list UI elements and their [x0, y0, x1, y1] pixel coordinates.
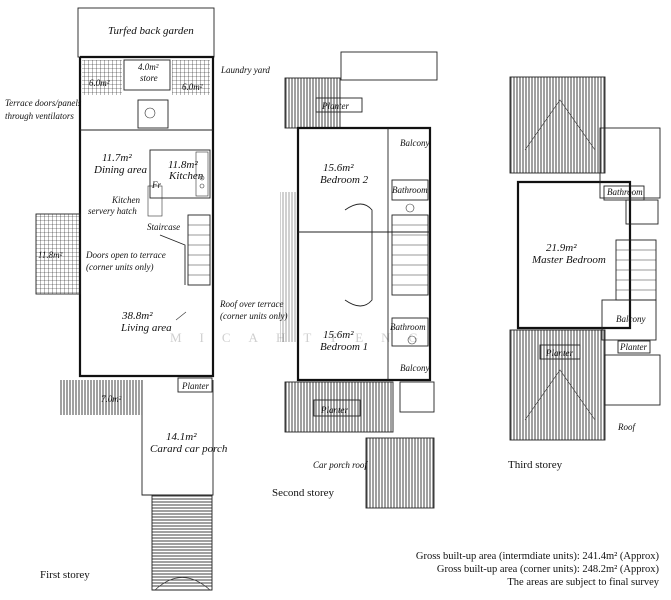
hatch-label-1: Kitchen [111, 195, 140, 205]
store-area-label: 4.0m² [138, 62, 159, 72]
porch-area-size: 14.1m² [166, 431, 197, 443]
fridge-label: Fr [151, 180, 161, 190]
area-6a-label: 6.0m² [89, 78, 110, 88]
area-6b-label: 6.0m² [182, 82, 203, 92]
living-area-label: Living area [120, 322, 172, 334]
bedroom-1-size: 15.6m² [323, 329, 354, 341]
kitchen-area-size: 11.8m² [168, 159, 198, 171]
bathroom-a-label: Bathroom [392, 185, 428, 195]
garden-label: Turfed back garden [108, 25, 194, 37]
roof-terrace-label-2: (corner units only) [220, 311, 288, 321]
dining-area-size: 11.7m² [102, 152, 132, 164]
area-notes: Gross built-up area (intermdiate units):… [416, 550, 659, 589]
balcony-top-label: Balcony [400, 138, 430, 148]
terrace-doors-label-2: through ventilators [5, 111, 74, 121]
hatch-label-2: servery hatch [88, 206, 137, 216]
store-label: store [140, 73, 158, 83]
note-intermediate-area: Gross built-up area (intermdiate units):… [415, 551, 659, 562]
watermark: MICAHTTENG [170, 330, 436, 345]
area-7-label: 7.0m² [101, 394, 122, 404]
bedroom-2-size: 15.6m² [323, 162, 354, 174]
roof-label: Roof [617, 422, 636, 432]
planter-label: Planter [181, 381, 209, 391]
bedroom-1-label: Bedroom 1 [320, 341, 368, 353]
doors-open-label-2: (corner units only) [86, 262, 154, 272]
balcony-bottom-label: Balcony [400, 363, 430, 373]
master-bedroom-label: Master Bedroom [531, 254, 606, 266]
dining-area-label: Dining area [93, 164, 148, 176]
car-porch-roof-label: Car porch roof [313, 460, 368, 470]
third-storey-title: Third storey [508, 459, 563, 471]
porch-label: Carard car porch [150, 443, 228, 455]
second-storey-plan [280, 51, 438, 509]
first-storey-plan [35, 7, 215, 591]
roof-terrace-label-1: Roof over terrace [219, 299, 283, 309]
doors-open-label-1: Doors open to terrace [85, 250, 166, 260]
terrace-area-label: 11.8m² [38, 250, 63, 260]
third-bathroom-label: Bathroom [607, 187, 643, 197]
note-survey: The areas are subject to final survey [507, 577, 659, 588]
planter-top-label: Planter [321, 101, 349, 111]
master-bedroom-size: 21.9m² [546, 242, 577, 254]
note-corner-area: Gross built-up area (corner units): 248.… [436, 564, 659, 575]
kitchen-label: Kitchen [168, 170, 204, 182]
third-storey-plan [509, 76, 661, 441]
staircase-label: Staircase [147, 222, 180, 232]
laundry-yard-label: Laundry yard [220, 65, 270, 75]
terrace-doors-label-1: Terrace doors/panels [5, 98, 82, 108]
bathroom-b-label: Bathroom [390, 322, 426, 332]
first-storey-title: First storey [40, 569, 90, 581]
third-planter-b-label: Planter [619, 342, 647, 352]
bedroom-2-label: Bedroom 2 [320, 174, 369, 186]
planter-bottom-label: Planter [320, 405, 348, 415]
third-balcony-label: Balcony [616, 314, 646, 324]
third-planter-a-label: Planter [545, 348, 573, 358]
second-storey-title: Second storey [272, 487, 335, 499]
living-area-size: 38.8m² [121, 310, 153, 322]
